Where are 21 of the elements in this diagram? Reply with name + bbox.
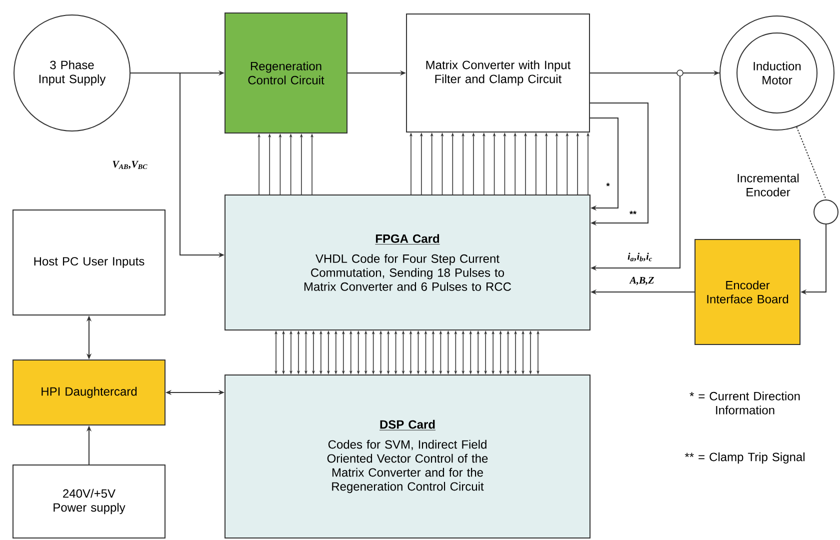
encoder-circle [814,200,838,224]
link-line [796,126,826,200]
board-box: Encoder Interface Board [694,239,800,345]
edge-label: i$_{a}$,i$_{b}$,i$_{c}$ [626,252,654,262]
host-box: Host PC User Inputs [12,210,166,316]
note-text: * = Current Direction Information [690,392,800,414]
note-text: ** = Clamp Trip Signal [684,452,804,464]
motor-drawing: Induction Motor [720,16,834,130]
edge-label: ** [628,210,638,218]
edge-label: V$_{AB}$,V$_{BC}$ [111,160,149,170]
card-box: FPGA Card VHDL Code for Four Step Current Commutation, Sending 18 Pulses to Matrix Converter and 6 Pulses to RCC [224,194,590,330]
control-box: Regeneration Control Circuit [224,12,348,134]
card-box: DSP Card Codes for SVM, Indirect Field Oriented Vector Control of the Matrix Converter and for the Regeneration Control Circuit [224,374,590,538]
arrow [590,102,648,226]
converter-box: Matrix Converter with Input Filter and Clamp Circuit [406,14,590,132]
encoder-label: Incremental Encoder [738,174,799,196]
arrow [590,118,618,211]
power-supply-box: 240V/+5V Power supply [12,464,166,538]
edge-label: A,B,Z [628,276,656,286]
edge-label: * [605,182,611,190]
daughtercard-box: HPI Daughtercard [12,360,166,426]
